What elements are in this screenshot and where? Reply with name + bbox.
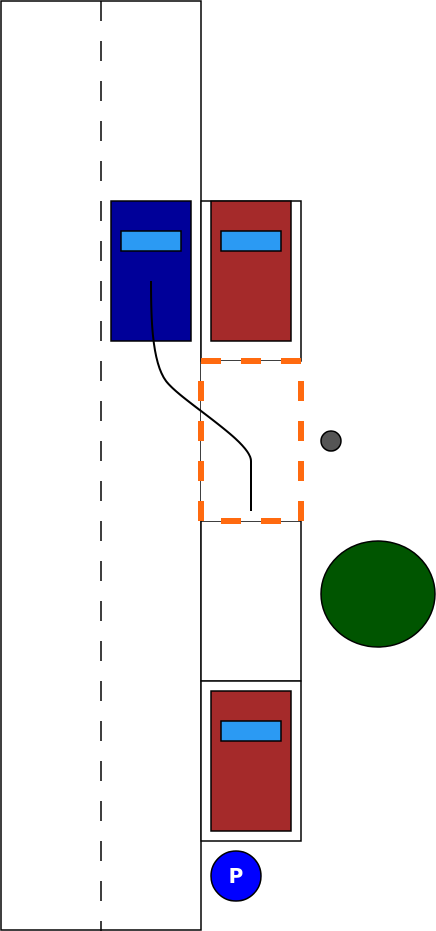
bollard-icon xyxy=(320,430,342,452)
parked-car-top xyxy=(210,200,292,342)
tree-icon xyxy=(320,540,436,648)
parking-spot-3 xyxy=(200,520,302,682)
parked-car-bottom-body xyxy=(210,690,292,832)
player-car-windshield xyxy=(120,230,182,252)
parking-sign-label: P xyxy=(229,864,244,888)
parking-sign-icon xyxy=(210,850,262,902)
parking-sign: P xyxy=(210,850,262,902)
parked-car-bottom xyxy=(210,690,292,832)
parked-car-top-body xyxy=(210,200,292,342)
parked-car-top-windshield xyxy=(220,230,282,252)
parking-path xyxy=(150,280,252,511)
parked-car-bottom-windshield xyxy=(220,720,282,742)
player-car xyxy=(110,200,192,342)
